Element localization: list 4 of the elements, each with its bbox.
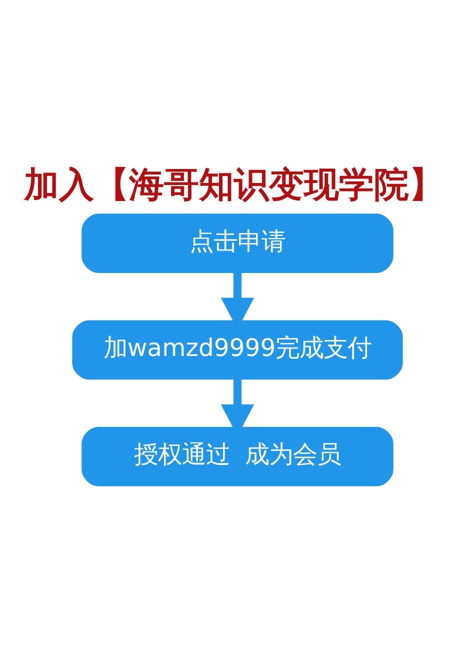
node-box: 授权通过 成为会员	[82, 426, 394, 486]
diagram-title: 加入【海哥知识变现学院】	[24, 164, 444, 206]
node-box: 点击申请	[82, 213, 394, 273]
node-box: 加wamzd9999完成支付	[72, 320, 403, 380]
